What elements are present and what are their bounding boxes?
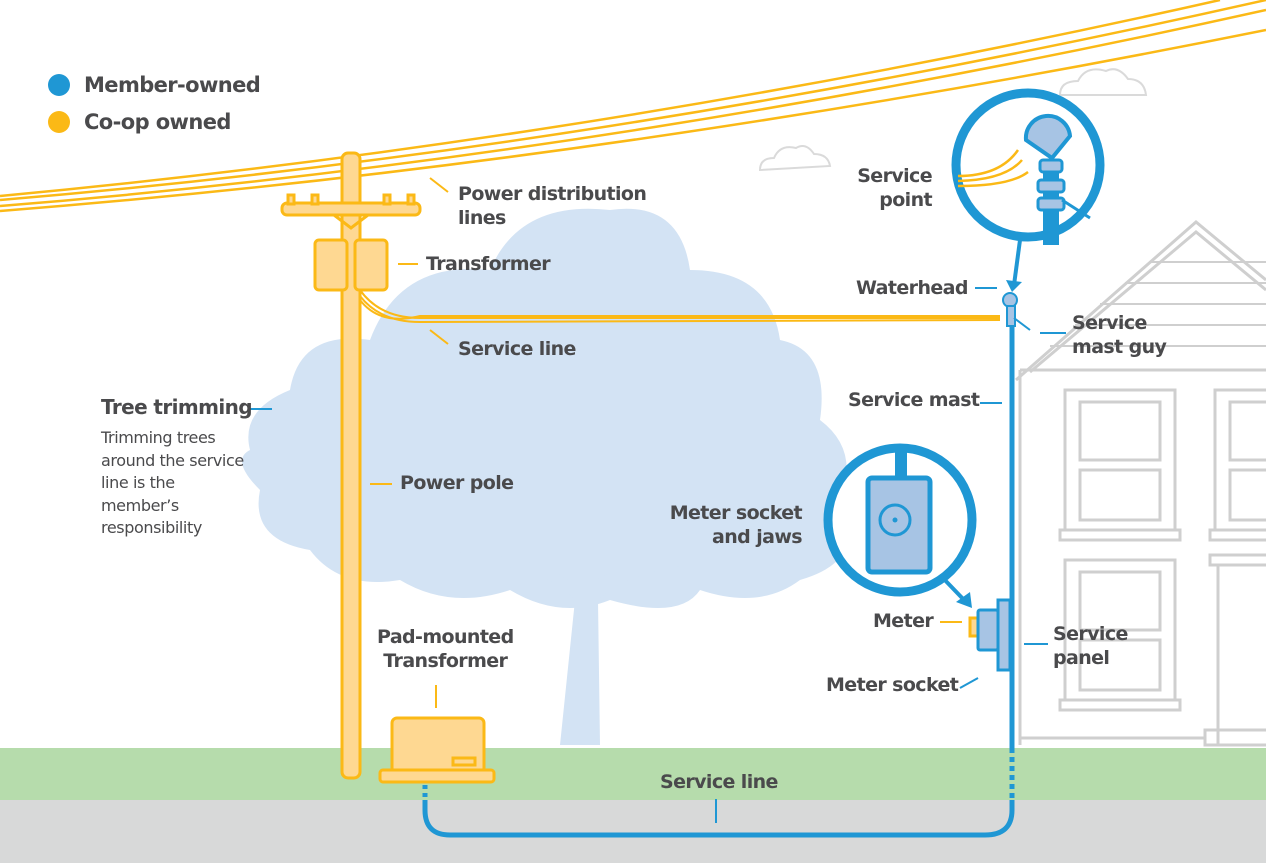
overhead-service-line	[359, 289, 1001, 324]
label-waterhead: Waterhead	[856, 277, 968, 299]
transformer	[313, 238, 389, 292]
legend-item-coop-owned: Co-op owned	[48, 110, 231, 134]
member-owned-dot-icon	[48, 74, 70, 96]
label-service-mast: Service mast	[848, 389, 980, 411]
power-pole	[280, 151, 422, 780]
meter-assembly	[968, 598, 1012, 672]
label-service-line-overhead: Service line	[458, 338, 576, 360]
tree	[242, 208, 849, 745]
label-pad-mounted-transformer: Pad-mounted Transformer	[377, 626, 514, 672]
leader-lines	[248, 177, 1066, 823]
label-service-panel: Service panel	[1053, 623, 1128, 669]
power-distribution-lines	[0, 0, 1266, 213]
label-transformer: Transformer	[426, 253, 551, 275]
coop-owned-dot-icon	[48, 111, 70, 133]
ground	[0, 800, 1266, 863]
label-power-pole: Power pole	[400, 472, 514, 494]
underground-service-line	[422, 748, 1015, 838]
pad-mounted-transformer	[378, 716, 496, 784]
service-point-magnifier	[951, 88, 1105, 292]
legend-item-member-owned: Member-owned	[48, 73, 261, 97]
label-meter-socket-and-jaws: Meter socket and jaws	[669, 502, 803, 548]
legend-label: Member-owned	[84, 73, 261, 97]
label-meter: Meter	[873, 610, 934, 632]
cloud-icon	[758, 68, 1148, 172]
label-power-distribution-lines: Power distribution lines	[458, 183, 647, 229]
house	[1015, 220, 1266, 747]
label-meter-socket: Meter socket	[826, 674, 959, 696]
legend-label: Co-op owned	[84, 110, 231, 134]
service-mast	[1002, 292, 1031, 748]
label-service-line-underground: Service line	[660, 771, 778, 793]
label-service-point: Service point	[857, 165, 932, 211]
grass	[0, 748, 1266, 800]
label-service-mast-guy: Service mast guy	[1072, 312, 1167, 358]
meter-socket-magnifier	[823, 443, 977, 608]
label-tree-trimming: Tree trimming	[101, 395, 253, 419]
tree-trimming-description: Trimming trees around the service line i…	[101, 428, 244, 537]
